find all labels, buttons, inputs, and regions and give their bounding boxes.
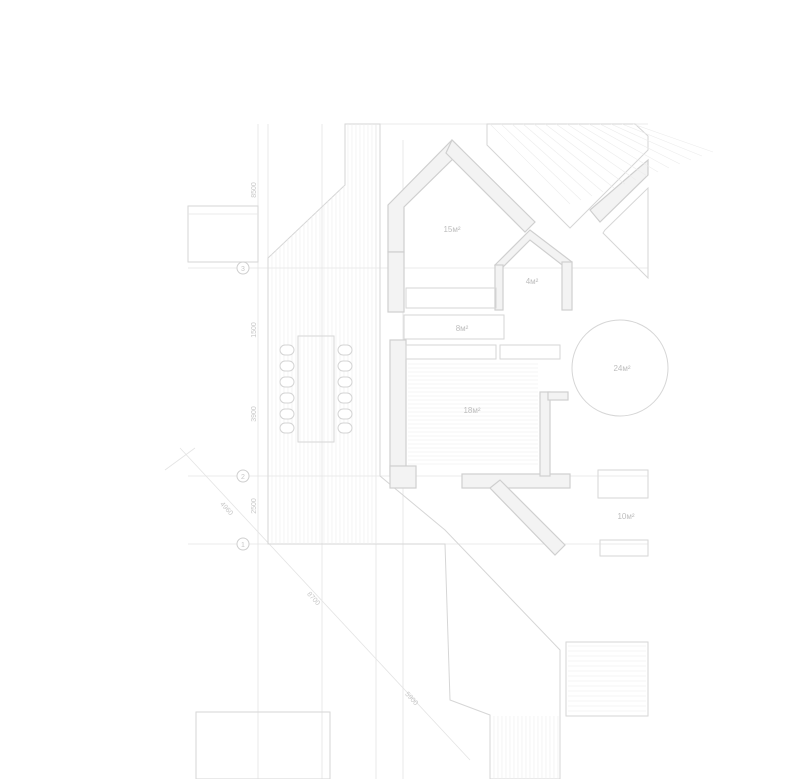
house-walls <box>387 123 669 717</box>
roof-hatch <box>577 123 659 173</box>
room-label: 8м² <box>456 324 469 333</box>
dimension-label: 5900 <box>403 691 419 707</box>
roof-hatch <box>533 123 615 189</box>
chair <box>279 408 295 420</box>
room-label: 10м² <box>617 512 634 521</box>
room-label: 4м² <box>526 277 539 286</box>
dimension-label: 2500 <box>251 498 258 514</box>
room-label: 24м² <box>613 364 630 373</box>
room-label: 15м² <box>443 225 460 234</box>
axis-label: 3 <box>241 266 245 273</box>
roof-hatch <box>489 123 571 205</box>
chair <box>279 392 295 404</box>
chair <box>337 422 353 434</box>
left-structures <box>187 205 331 779</box>
roof-hatch <box>599 123 681 165</box>
roof-hatch <box>555 123 637 181</box>
roof-hatch <box>511 123 593 197</box>
axis-label: 1 <box>241 542 245 549</box>
dimension-label: 3900 <box>251 406 258 422</box>
axis-marker-2: 2 <box>236 469 250 483</box>
chair <box>337 376 353 388</box>
chair <box>337 408 353 420</box>
chair <box>337 344 353 356</box>
hatch-lines <box>408 123 714 779</box>
roof-hatch <box>500 123 582 201</box>
roof-hatch <box>632 123 714 153</box>
axis-marker-3: 3 <box>236 261 250 275</box>
roof-hatch <box>544 123 626 185</box>
roof-hatch <box>522 123 604 193</box>
chair <box>279 376 295 388</box>
chair <box>337 360 353 372</box>
dimension-label: 8500 <box>251 182 258 198</box>
roof-hatch <box>621 123 703 157</box>
roof-hatch <box>588 123 670 169</box>
axis-marker-1: 1 <box>236 537 250 551</box>
chair <box>279 422 295 434</box>
dimension-label: 8700 <box>305 591 321 607</box>
roof-hatch <box>610 123 692 161</box>
chair <box>279 360 295 372</box>
axis-label: 2 <box>241 474 245 481</box>
room-label: 18м² <box>463 406 480 415</box>
dimension-label: 1500 <box>251 322 258 338</box>
dining-table <box>279 335 353 443</box>
roof-hatch <box>566 123 648 177</box>
chair <box>279 344 295 356</box>
chair <box>337 392 353 404</box>
